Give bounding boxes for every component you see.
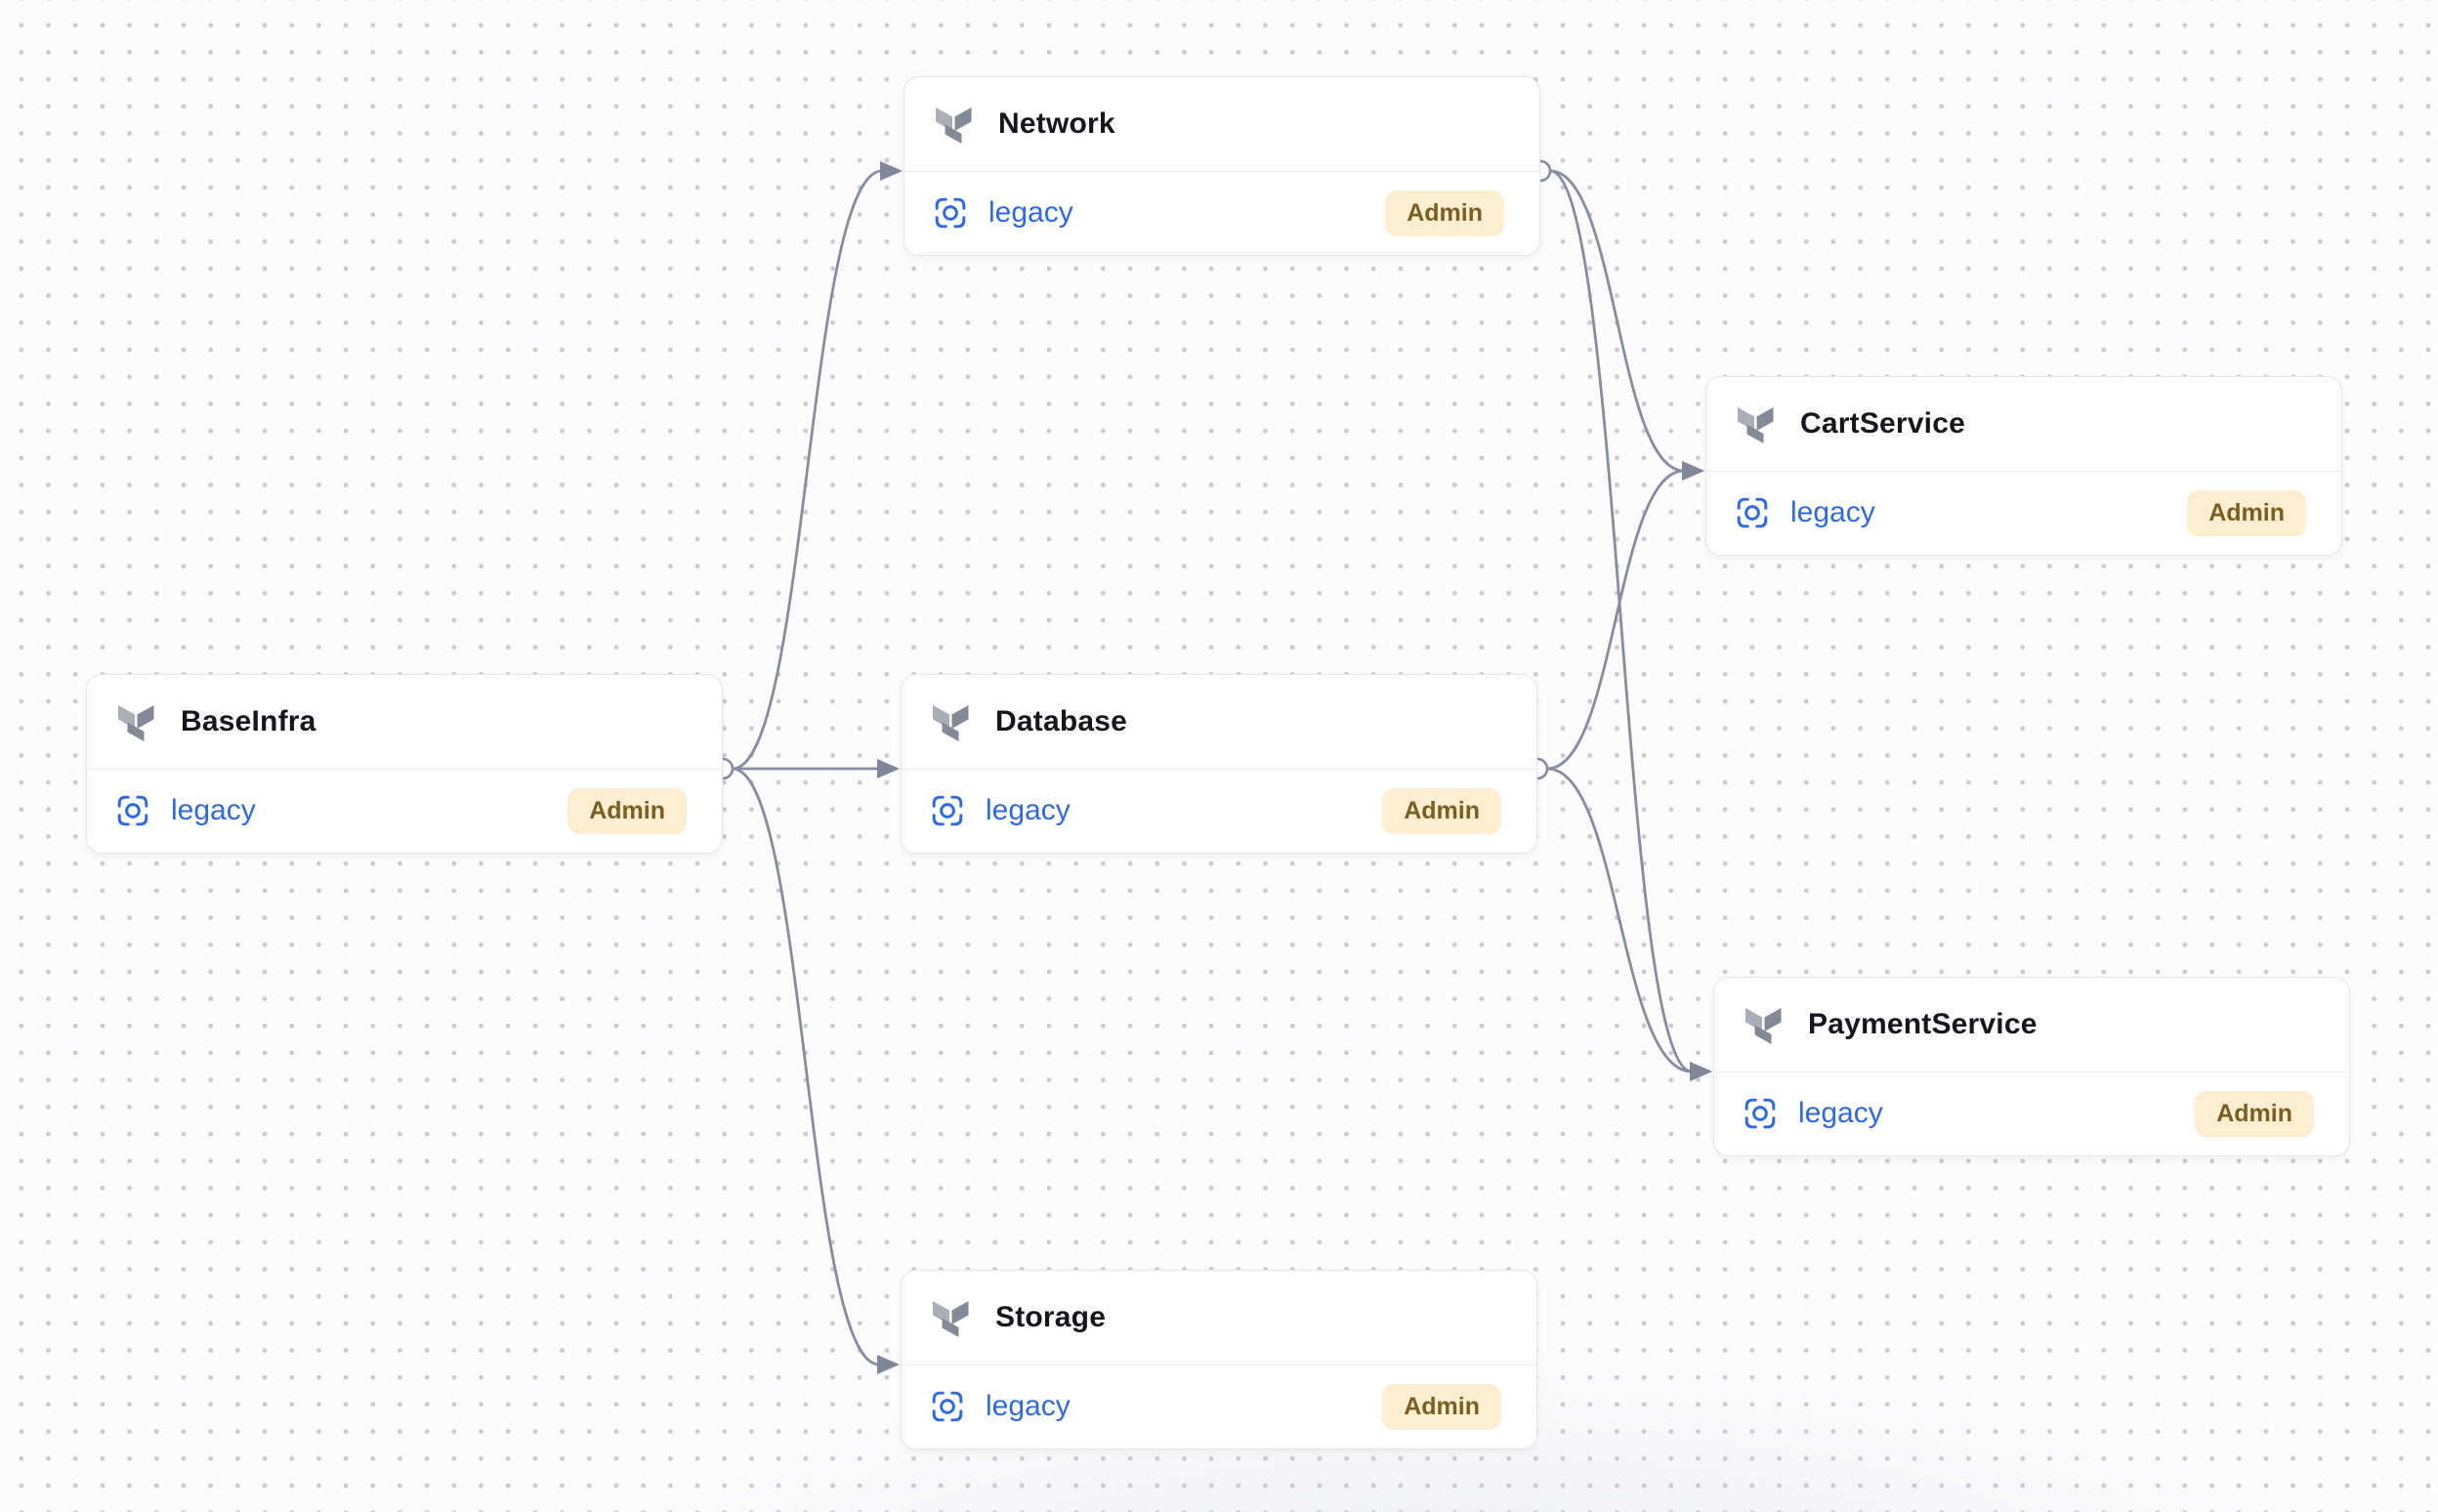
workspace-label: legacy [1790,496,1875,528]
workspace-node-storage[interactable]: Storage legacy Admin [901,1270,1537,1449]
workspace-node-baseinfra[interactable]: BaseInfra legacy Admin [86,674,723,854]
workspace-link[interactable]: legacy [1736,496,1875,529]
focus-target-icon [1737,497,1768,528]
node-title: CartService [1800,407,1965,440]
edge-Database-to-CartService [1546,469,1685,771]
workspace-link[interactable]: legacy [931,794,1071,827]
workspace-label: legacy [986,794,1071,826]
node-header: Database [902,675,1536,770]
role-badge: Admin [2187,489,2306,536]
edge-BaseInfra-to-Storage [732,767,880,1366]
node-header: Storage [902,1271,1536,1365]
node-title: Database [995,705,1128,737]
edge-arrowhead [1690,1062,1712,1081]
edge-Database-to-PaymentService [1546,767,1693,1073]
node-title: PaymentService [1808,1008,2038,1040]
role-badge: Admin [1382,787,1501,834]
workspace-node-database[interactable]: Database legacy Admin [901,674,1537,854]
role-badge: Admin [1382,1383,1501,1430]
terraform-icon [118,705,154,741]
workspace-label: legacy [988,196,1073,229]
terraform-icon [933,1301,969,1337]
workspace-link[interactable]: legacy [1744,1097,1883,1130]
focus-target-icon [932,795,963,826]
edge-Network-to-CartService [1549,169,1685,473]
role-badge: Admin [1385,189,1504,236]
workspace-node-paymentservice[interactable]: PaymentService legacy Admin [1713,977,2350,1156]
edge-arrowhead [1682,461,1704,481]
workspace-label: legacy [1798,1097,1883,1129]
node-header: CartService [1706,377,2341,472]
edge-arrowhead [877,1355,900,1374]
workspace-link[interactable]: legacy [931,1390,1071,1423]
focus-target-icon [1744,1098,1776,1129]
edge-BaseInfra-to-Network [732,169,883,771]
node-header: PaymentService [1714,978,2349,1072]
workspace-label: legacy [986,1390,1071,1422]
edge-arrowhead [880,161,903,181]
workspace-link[interactable]: legacy [116,794,256,827]
node-title: Network [998,107,1115,140]
edge-Network-to-PaymentService [1549,169,1693,1073]
node-title: BaseInfra [181,705,316,737]
edge-arrowhead [1690,1062,1712,1081]
focus-target-icon [935,197,966,229]
focus-target-icon [117,795,148,826]
node-header: Network [904,77,1539,172]
workspace-link[interactable]: legacy [934,196,1073,230]
focus-target-icon [932,1391,963,1422]
terraform-icon [936,107,972,144]
terraform-icon [1745,1008,1782,1044]
role-badge: Admin [2195,1090,2314,1137]
edge-arrowhead [877,759,900,778]
terraform-icon [1738,407,1774,443]
edge-arrowhead [1682,461,1704,481]
role-badge: Admin [567,787,687,834]
workspace-node-network[interactable]: Network legacy Admin [904,76,1540,256]
workspace-label: legacy [171,794,256,826]
workspace-node-cartservice[interactable]: CartService legacy Admin [1705,376,2342,556]
terraform-icon [933,705,969,741]
node-title: Storage [995,1301,1107,1333]
node-header: BaseInfra [87,675,722,770]
